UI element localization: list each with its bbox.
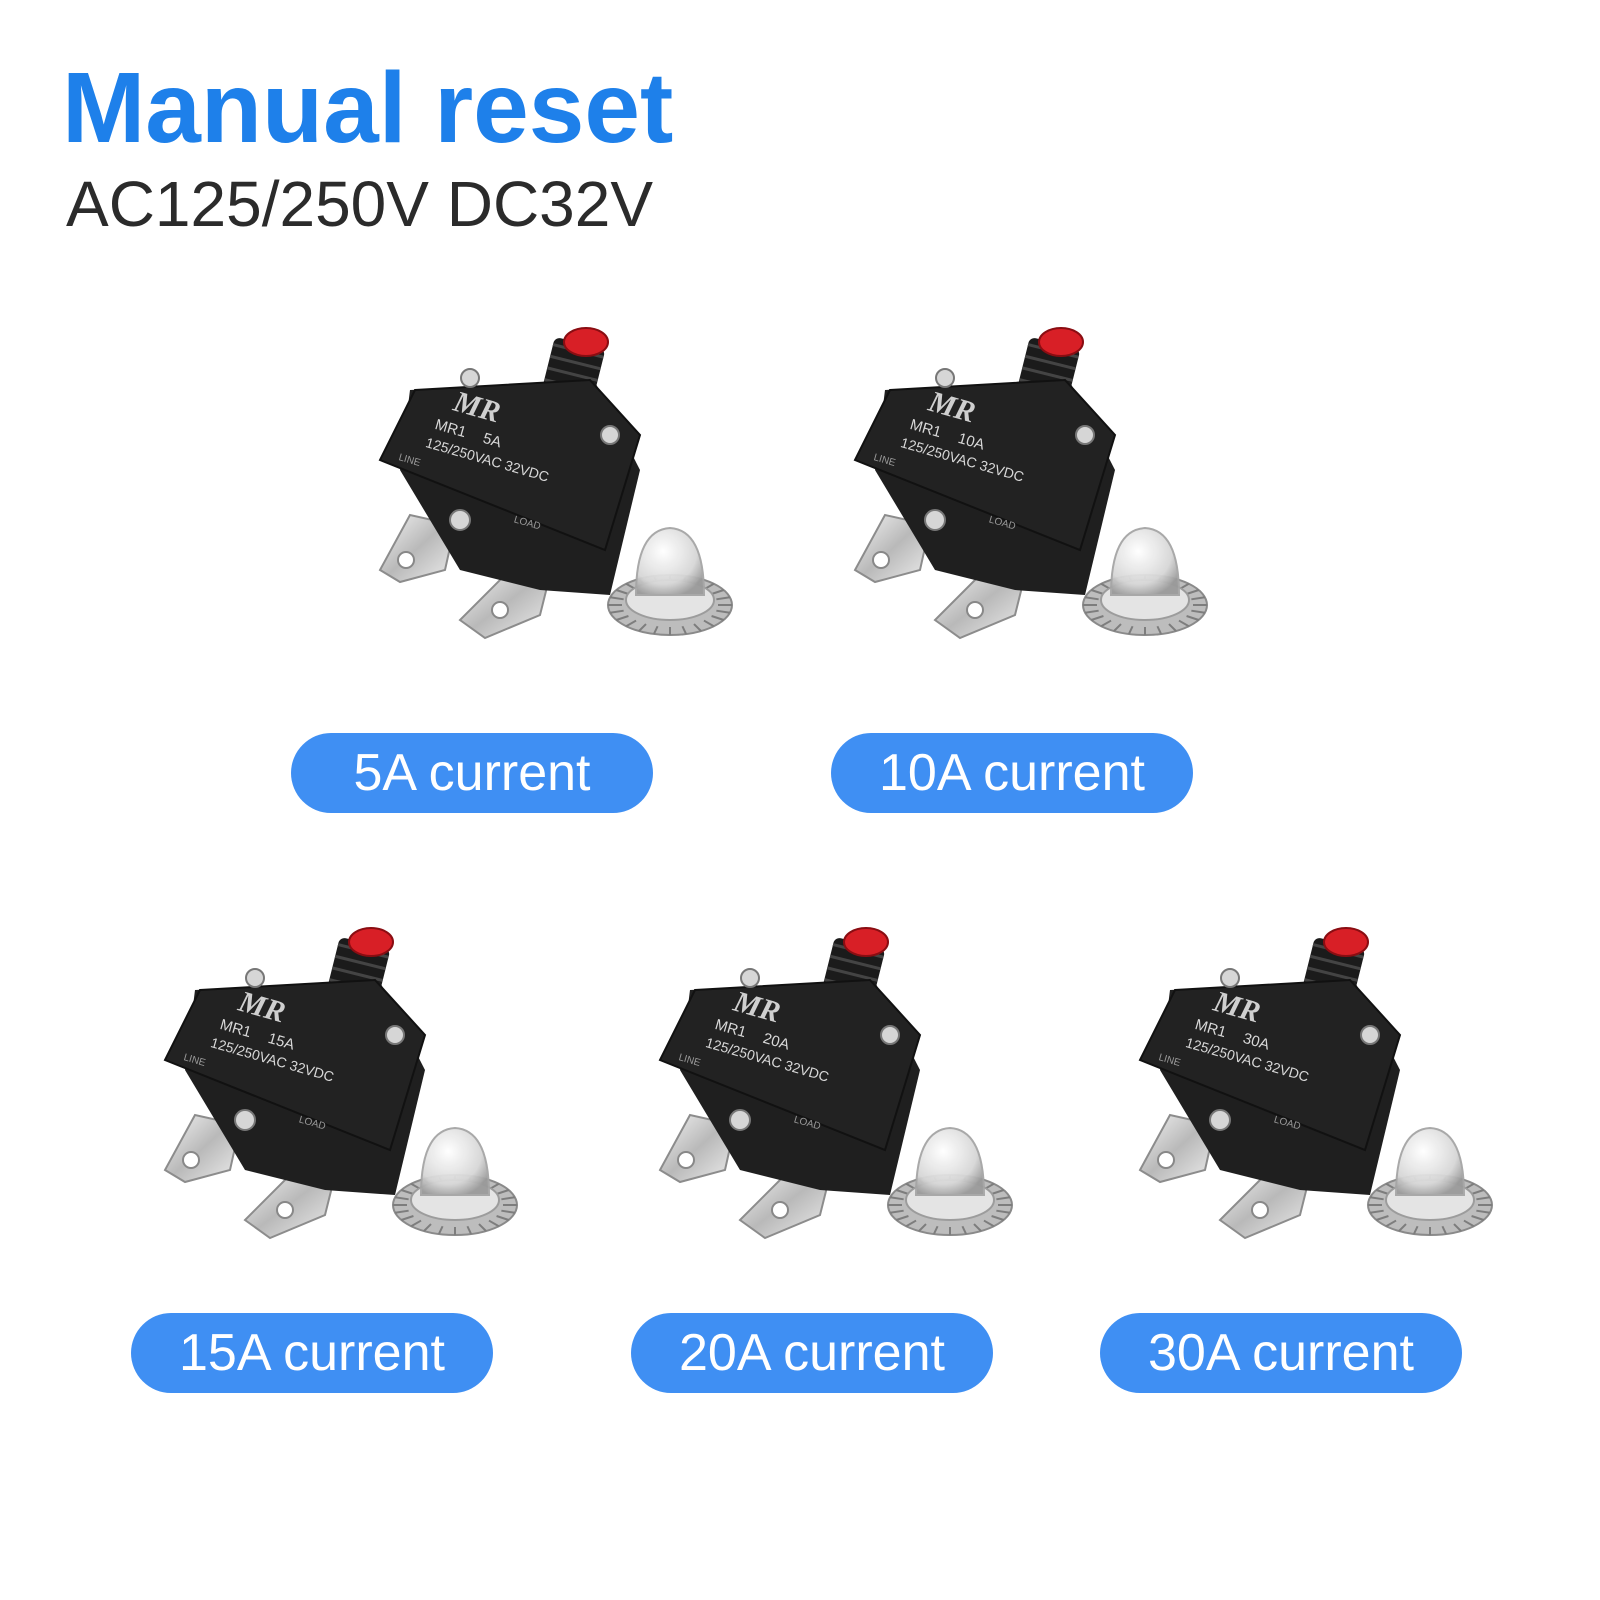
- breaker-body: [163, 968, 427, 1195]
- boot-cap: [392, 1126, 518, 1236]
- current-label-30a: 30A current: [1100, 1313, 1462, 1393]
- terminal-tabs: [658, 1113, 832, 1240]
- rivet-icon: [449, 509, 471, 531]
- clear-dome: [1394, 1126, 1466, 1196]
- screw-icon: [385, 1025, 405, 1045]
- red-reset-button: [563, 327, 609, 357]
- breaker-body: [853, 368, 1117, 595]
- boot-cap: [1082, 526, 1208, 636]
- current-label-10a: 10A current: [831, 733, 1193, 813]
- screw-icon: [1360, 1025, 1380, 1045]
- red-reset-button: [348, 927, 394, 957]
- breaker-body: [378, 368, 642, 595]
- rating-text: 20A: [761, 1030, 791, 1054]
- rating-text: 15A: [266, 1030, 296, 1054]
- terminal-tabs: [1138, 1113, 1312, 1240]
- terminal-hole: [397, 551, 415, 569]
- screw-icon: [880, 1025, 900, 1045]
- terminal-hole: [276, 1201, 294, 1219]
- terminal-hole: [491, 601, 509, 619]
- clear-dome: [1109, 526, 1181, 596]
- rating-text: 30A: [1241, 1030, 1271, 1054]
- screw-icon: [1220, 968, 1240, 988]
- screw-icon: [1075, 425, 1095, 445]
- clear-dome: [419, 1126, 491, 1196]
- body-face: [378, 378, 642, 552]
- breaker-body: [1138, 968, 1402, 1195]
- rivet-icon: [729, 1109, 751, 1131]
- current-label-20a: 20A current: [631, 1313, 993, 1393]
- terminal-hole: [771, 1201, 789, 1219]
- clear-dome: [634, 526, 706, 596]
- screw-icon: [935, 368, 955, 388]
- screw-icon: [460, 368, 480, 388]
- body-face: [163, 978, 427, 1152]
- boot-cap: [607, 526, 733, 636]
- terminal-hole: [677, 1151, 695, 1169]
- boot-cap: [1367, 1126, 1493, 1236]
- rating-text: 10A: [956, 430, 986, 454]
- terminal-hole: [872, 551, 890, 569]
- terminal-hole: [1251, 1201, 1269, 1219]
- clear-dome: [914, 1126, 986, 1196]
- current-label-5a: 5A current: [291, 733, 653, 813]
- current-label-15a: 15A current: [131, 1313, 493, 1393]
- page-title: Manual reset: [62, 52, 674, 164]
- rivet-icon: [234, 1109, 256, 1131]
- breaker-body: [658, 968, 922, 1195]
- screw-icon: [245, 968, 265, 988]
- boot-cap: [887, 1126, 1013, 1236]
- body-face: [853, 378, 1117, 552]
- red-reset-button: [1323, 927, 1369, 957]
- terminal-hole: [1157, 1151, 1175, 1169]
- terminal-hole: [182, 1151, 200, 1169]
- body-face: [658, 978, 922, 1152]
- body-face: [1138, 978, 1402, 1152]
- red-reset-button: [1038, 327, 1084, 357]
- rivet-icon: [1209, 1109, 1231, 1131]
- rating-text: 5A: [481, 430, 503, 451]
- voltage-subtitle: AC125/250V DC32V: [66, 168, 654, 240]
- rivet-icon: [924, 509, 946, 531]
- screw-icon: [740, 968, 760, 988]
- red-reset-button: [843, 927, 889, 957]
- terminal-hole: [966, 601, 984, 619]
- terminal-tabs: [853, 513, 1027, 640]
- screw-icon: [600, 425, 620, 445]
